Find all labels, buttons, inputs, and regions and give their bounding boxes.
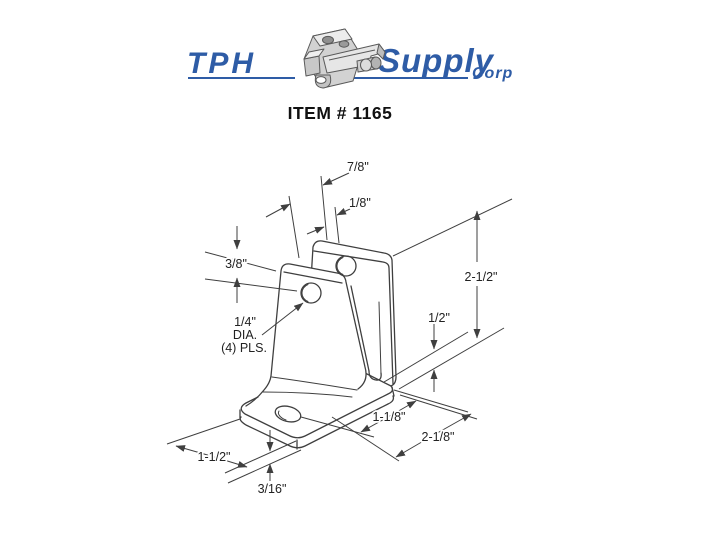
- bend-line: [271, 376, 358, 391]
- dim-label-hole-offset: 3/8": [225, 257, 247, 271]
- hole-note-line3: (4) PLS.: [221, 341, 267, 355]
- bracket-holes: [274, 255, 357, 423]
- bend-line: [262, 391, 353, 398]
- dim-label-ear-thickness: 1/8": [349, 196, 371, 210]
- bracket-front-ear: [245, 263, 382, 407]
- dim-label-base-length: 2-1/8": [422, 430, 455, 444]
- logo-bracket-icon: [303, 28, 386, 89]
- base-hole: [274, 405, 302, 423]
- dimension-lines: 7/8" 1/8" 3/8" 1/4" DIA. (4) PLS. 2-1/2": [166, 158, 513, 498]
- dim-label-hole-to-edge: 1-1/8": [373, 410, 406, 424]
- logo-text-supply: Supply: [378, 42, 495, 79]
- hole-note-line2: DIA.: [233, 328, 257, 342]
- hole-note-line1: 1/4": [234, 315, 256, 329]
- dim-label-base-thickness: 3/16": [258, 482, 287, 496]
- dim-label-overall-height: 2-1/2": [465, 270, 498, 284]
- logo-underline-right: [340, 77, 468, 79]
- dim-label-slot-height: 1/2": [428, 311, 450, 325]
- item-number-title: ITEM # 1165: [287, 103, 393, 123]
- logo-text-corp: Corp: [472, 65, 514, 82]
- dim-label-ear-gap: 7/8": [347, 160, 369, 174]
- logo-underline-left: [188, 77, 295, 79]
- logo-text-tph: TPH: [187, 47, 256, 80]
- front-ear-hole: [300, 282, 322, 304]
- dim-label-base-width: 1-1/2": [198, 450, 231, 464]
- slot-bottom: [368, 370, 382, 381]
- back-ear-hole: [335, 255, 357, 277]
